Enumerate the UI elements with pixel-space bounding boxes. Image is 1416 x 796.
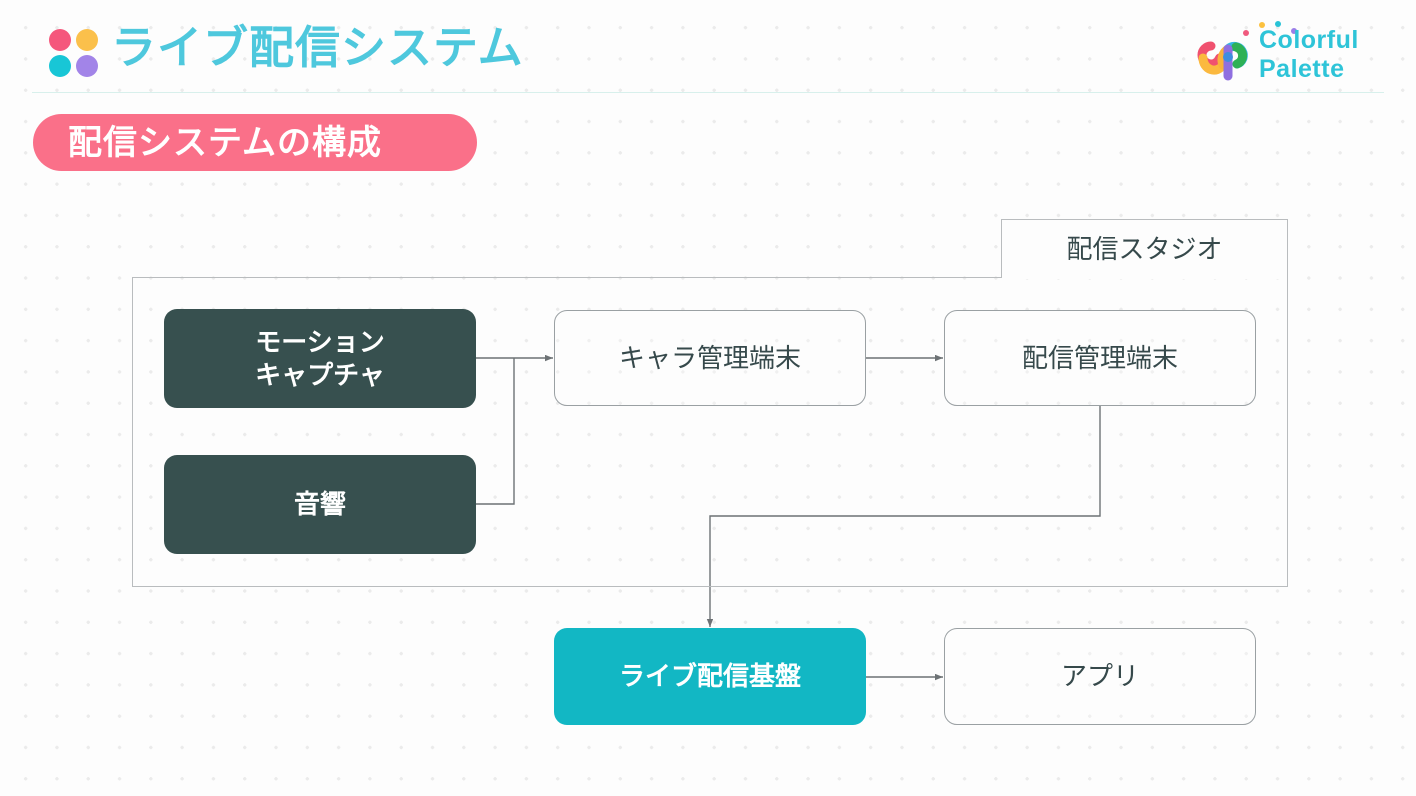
sparkle-dot-cyan — [1275, 21, 1281, 27]
studio-group-label: 配信スタジオ — [1066, 233, 1223, 264]
node-character-management-terminal-label: キャラ管理端末 — [618, 342, 801, 373]
logo-dot-purple — [76, 55, 98, 77]
node-character-management-terminal[interactable]: キャラ管理端末 — [554, 310, 866, 406]
sparkle-dot-purple — [1291, 28, 1297, 34]
node-app[interactable]: アプリ — [944, 628, 1256, 725]
node-live-streaming-platform-label: ライブ配信基盤 — [618, 661, 801, 691]
sparkle-dot-yellow — [1259, 22, 1265, 28]
sparkle-dot-pink — [1243, 30, 1249, 36]
node-app-label: アプリ — [1060, 661, 1139, 691]
node-broadcast-management-terminal-label: 配信管理端末 — [1021, 342, 1178, 373]
studio-group-frame — [132, 277, 1288, 587]
brand-wordmark: Colorful Palette — [1259, 28, 1359, 82]
brand-line-1: Colorful — [1259, 26, 1359, 54]
node-broadcast-management-terminal[interactable]: 配信管理端末 — [944, 310, 1256, 406]
node-audio-label: 音響 — [293, 489, 346, 519]
four-dots-logo-icon — [49, 29, 103, 78]
studio-tab-seam — [1002, 276, 1287, 279]
logo-dot-pink — [49, 29, 71, 51]
studio-group-tab: 配信スタジオ — [1001, 219, 1288, 278]
node-live-streaming-platform[interactable]: ライブ配信基盤 — [554, 628, 866, 725]
sparkles-icon — [1241, 20, 1303, 36]
brand-line-2: Palette — [1259, 55, 1345, 83]
page-title: ライブ配信システム — [111, 22, 524, 73]
node-motion-capture[interactable]: モーション キャプチャ — [164, 309, 476, 408]
node-audio[interactable]: 音響 — [164, 455, 476, 554]
brand-logo: Colorful Palette — [1175, 14, 1380, 86]
section-title-pill: 配信システムの構成 — [33, 114, 477, 171]
section-title-label: 配信システムの構成 — [68, 123, 382, 162]
cp-monogram-icon — [1197, 41, 1248, 81]
logo-dot-cyan — [49, 55, 71, 77]
slide-header: ライブ配信システム Colorful Palette — [0, 0, 1416, 93]
node-motion-capture-label: モーション キャプチャ — [255, 326, 385, 390]
logo-dot-yellow — [76, 29, 98, 51]
header-divider — [32, 92, 1384, 93]
